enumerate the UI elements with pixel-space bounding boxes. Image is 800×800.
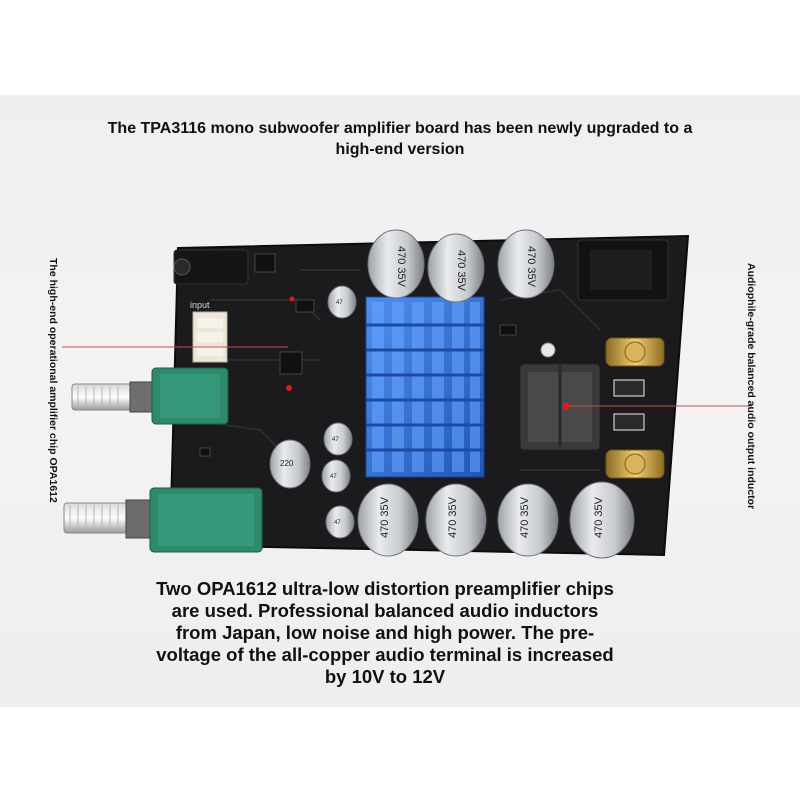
bass-potentiometer-bottom [63, 487, 263, 553]
balanced-output-inductor [519, 363, 601, 451]
svg-text:47: 47 [334, 520, 341, 526]
small-capacitor: 47 [321, 459, 351, 493]
led [540, 342, 556, 358]
left-callout-label: The high-end operational amplifier chip … [47, 258, 59, 503]
svg-text:470 35V: 470 35V [519, 496, 531, 538]
large-capacitor: 470 35V [367, 229, 425, 299]
svg-text:470 35V: 470 35V [455, 250, 467, 292]
large-capacitor: 470 35V [357, 483, 419, 557]
smd-fuse-top [613, 379, 645, 397]
svg-text:220: 220 [280, 459, 294, 468]
input-label: input [190, 300, 210, 310]
inductor-marker [562, 402, 570, 410]
volume-potentiometer-top [71, 367, 229, 425]
svg-text:47: 47 [332, 437, 339, 443]
opa1612-marker-2 [289, 296, 295, 302]
svg-text:470 35V: 470 35V [593, 496, 605, 538]
large-capacitor: 470 35V [497, 483, 559, 557]
small-capacitor: 47 [325, 505, 355, 539]
large-capacitor: 470 35V [497, 229, 555, 299]
svg-text:470 35V: 470 35V [447, 496, 459, 538]
right-callout-label: Audiophile-grade balanced audio output i… [745, 263, 757, 510]
svg-text:47: 47 [330, 474, 337, 480]
large-capacitor: 470 35V [425, 483, 487, 557]
svg-text:47: 47 [336, 300, 343, 306]
small-capacitor: 47 [327, 285, 357, 319]
capacitor-220uf: 220 [269, 439, 311, 489]
opa1612-marker [286, 385, 292, 391]
svg-text:470 35V: 470 35V [525, 246, 537, 288]
bottom-caption: Two OPA1612 ultra-low distortion preampl… [156, 578, 614, 687]
smd-fuse-bottom [613, 413, 645, 431]
large-capacitor: 470 35V [427, 233, 485, 303]
small-capacitor: 47 [323, 422, 353, 456]
heatsink [365, 296, 485, 478]
smd-components [199, 253, 517, 457]
speaker-terminal-positive [605, 337, 665, 367]
svg-text:470 35V: 470 35V [395, 246, 407, 288]
large-capacitor: 470 35V [569, 481, 635, 559]
speaker-terminal-negative [605, 449, 665, 479]
svg-text:470 35V: 470 35V [379, 496, 391, 538]
top-caption: The TPA3116 mono subwoofer amplifier boa… [107, 120, 693, 158]
